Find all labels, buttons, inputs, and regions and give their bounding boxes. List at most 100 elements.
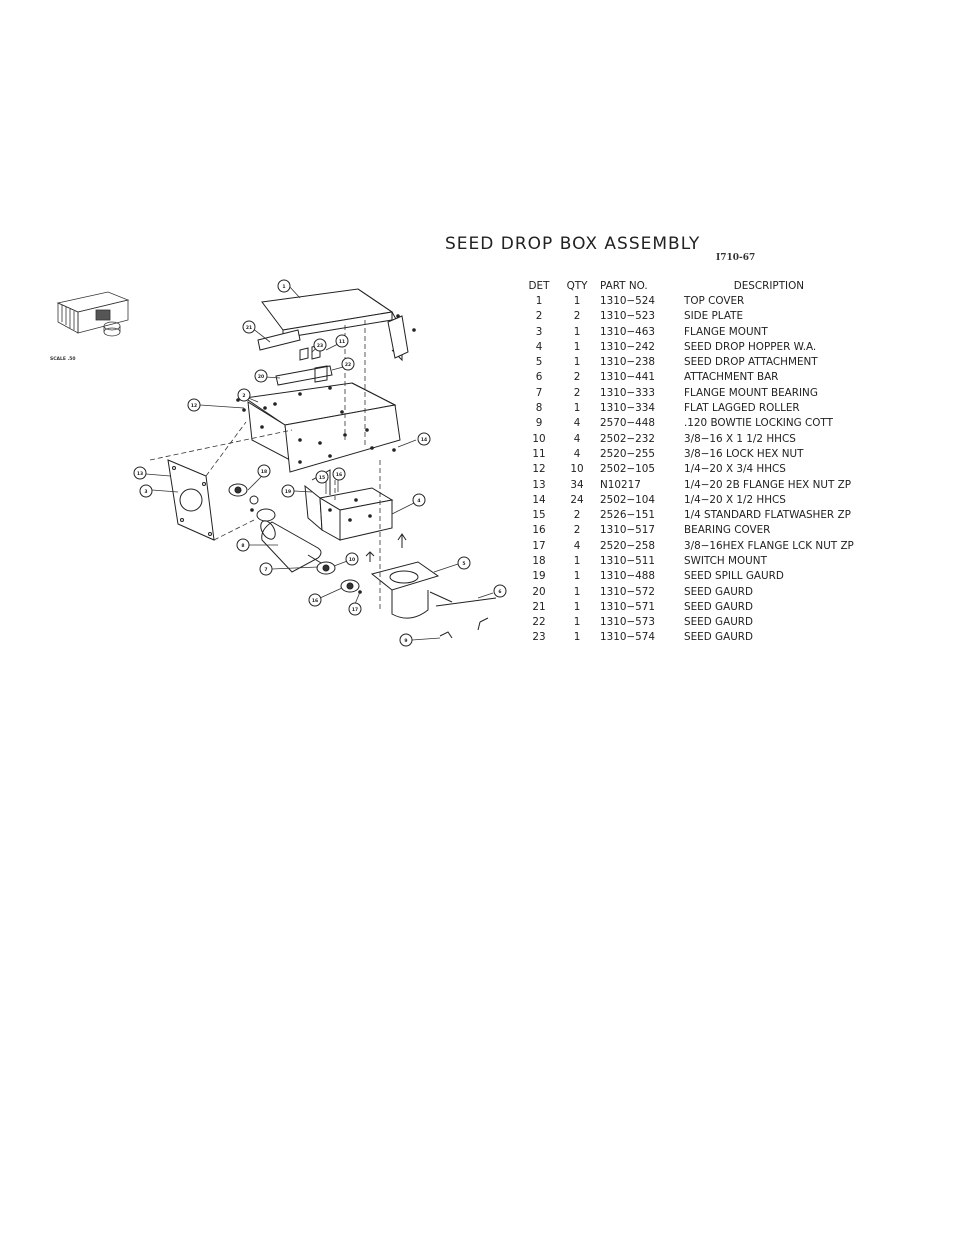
callout-22: 22 [341, 357, 355, 371]
svg-text:5: 5 [462, 561, 465, 567]
callout-13: 13 [133, 466, 147, 480]
svg-text:20: 20 [258, 374, 264, 380]
svg-text:6: 6 [498, 589, 501, 595]
cell-description: SIDE PLATE [684, 310, 744, 323]
svg-text:21: 21 [246, 325, 252, 331]
page-title: SEED DROP BOX ASSEMBLY [445, 234, 701, 254]
parts-list-table: DET QTY PART NO. DESCRIPTION 1 1 1310−524 T… [520, 278, 854, 645]
cell-description: 3/8−16 X 1 1/2 HHCS [684, 432, 796, 445]
cell-det: 16 [532, 524, 546, 537]
cell-qty: 2 [573, 386, 581, 399]
svg-text:22: 22 [345, 362, 351, 368]
callout-10: 11 [335, 334, 349, 348]
cell-qty: 1 [573, 631, 581, 644]
cell-det: 5 [535, 356, 543, 369]
callout-4: 4 [412, 493, 426, 507]
header-det: DET [528, 279, 550, 292]
svg-text:11: 11 [339, 339, 345, 345]
thumbnail-sketch [56, 291, 130, 337]
cell-det: 4 [535, 340, 543, 353]
callout-6: 6 [493, 584, 507, 598]
callout-16: 16 [332, 467, 346, 481]
cell-part-no: N10217 [600, 478, 641, 491]
cell-part-no: 2502−105 [600, 463, 655, 476]
cell-qty: 4 [573, 417, 581, 430]
cell-det: 13 [532, 478, 546, 491]
cell-qty: 2 [573, 310, 581, 323]
svg-text:7: 7 [264, 567, 267, 573]
cell-description: SEED GAURD [684, 600, 754, 613]
svg-text:16: 16 [336, 472, 342, 478]
table-row: 1 1 1310−524 TOP COVER [520, 293, 854, 308]
cell-description: TOP COVER [684, 294, 745, 307]
svg-text:9: 9 [404, 638, 407, 644]
cell-det: 22 [532, 616, 546, 629]
cell-det: 8 [535, 402, 543, 415]
parts-table-header: DET QTY PART NO. DESCRIPTION [520, 278, 854, 293]
cell-description: 3/8−16 LOCK HEX NUT [684, 447, 804, 460]
svg-text:14: 14 [421, 437, 427, 443]
drawing-number: I710-67 [716, 253, 756, 263]
callout-8: 8 [236, 538, 250, 552]
cell-qty: 1 [573, 294, 581, 307]
cell-det: 10 [532, 432, 546, 445]
svg-text:16: 16 [312, 598, 318, 604]
callout-7: 7 [259, 562, 273, 576]
cell-description: SEED SPILL GAURD [684, 570, 784, 583]
callout-5: 5 [457, 556, 471, 570]
cell-part-no: 1310−441 [600, 371, 655, 384]
cell-det: 23 [532, 631, 546, 644]
cell-description: SEED DROP HOPPER W.A. [684, 340, 817, 353]
callout-1: 1 [277, 279, 291, 293]
callout-3: 3 [139, 484, 153, 498]
callout-11: 10 [345, 552, 359, 566]
cell-det: 1 [535, 294, 543, 307]
cell-det: 2 [535, 310, 543, 323]
cell-description: 1/4−20 X 1/2 HHCS [684, 493, 786, 506]
cell-description: SEED GAURD [684, 631, 754, 644]
cell-det: 14 [532, 493, 546, 506]
cell-part-no: 1310−463 [600, 325, 655, 338]
cell-description: FLANGE MOUNT [684, 325, 768, 338]
cell-qty: 24 [570, 493, 584, 506]
svg-text:2: 2 [242, 393, 245, 399]
callout-12: 12 [187, 398, 201, 412]
cell-qty: 2 [573, 371, 581, 384]
cell-description: SWITCH MOUNT [684, 554, 767, 567]
callout-21: 20 [254, 369, 268, 383]
cell-part-no: 2520−258 [600, 539, 655, 552]
callout-18: 18 [257, 464, 271, 478]
callout-15: 15 [315, 470, 329, 484]
callout-23: 23 [313, 338, 327, 352]
header-qty: QTY [566, 279, 588, 292]
callout-19: 19 [281, 484, 295, 498]
cell-part-no: 1310−523 [600, 310, 655, 323]
table-row: 2 2 1310−523 SIDE PLATE [520, 309, 854, 324]
cell-part-no: 1310−524 [600, 294, 655, 307]
cell-qty: 34 [570, 478, 584, 491]
cell-qty: 2 [573, 509, 581, 522]
cell-det: 7 [535, 386, 543, 399]
cell-qty: 1 [573, 570, 581, 583]
callout-20: 21 [242, 320, 256, 334]
svg-text:19: 19 [285, 489, 291, 495]
cell-description: ATTACHMENT BAR [684, 371, 779, 384]
header-description: DESCRIPTION [733, 279, 805, 292]
cell-description: SEED GAURD [684, 585, 754, 598]
cell-det: 12 [532, 463, 546, 476]
